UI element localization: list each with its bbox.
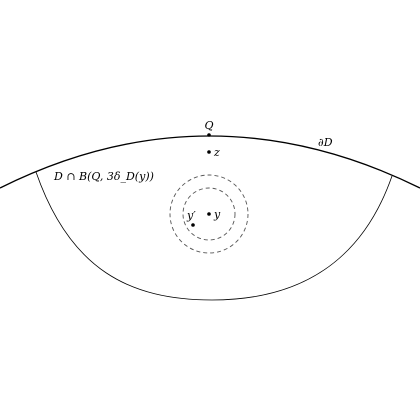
point-y-prime-dot bbox=[191, 223, 195, 227]
point-z-dot bbox=[207, 150, 211, 154]
region-arc bbox=[35, 171, 393, 301]
inner-dashed-circle bbox=[182, 187, 236, 241]
label-z: z bbox=[213, 146, 220, 159]
outer-dashed-circle bbox=[169, 174, 249, 254]
label-y: y bbox=[213, 208, 221, 221]
label-y-prime: y′ bbox=[186, 209, 196, 222]
label-boundary: ∂D bbox=[318, 136, 333, 149]
label-region: D ∩ B(Q, 3δ_D(y)) bbox=[53, 170, 154, 183]
point-y-dot bbox=[207, 212, 211, 216]
label-q: Q bbox=[204, 119, 213, 132]
point-q-dot bbox=[207, 133, 211, 137]
